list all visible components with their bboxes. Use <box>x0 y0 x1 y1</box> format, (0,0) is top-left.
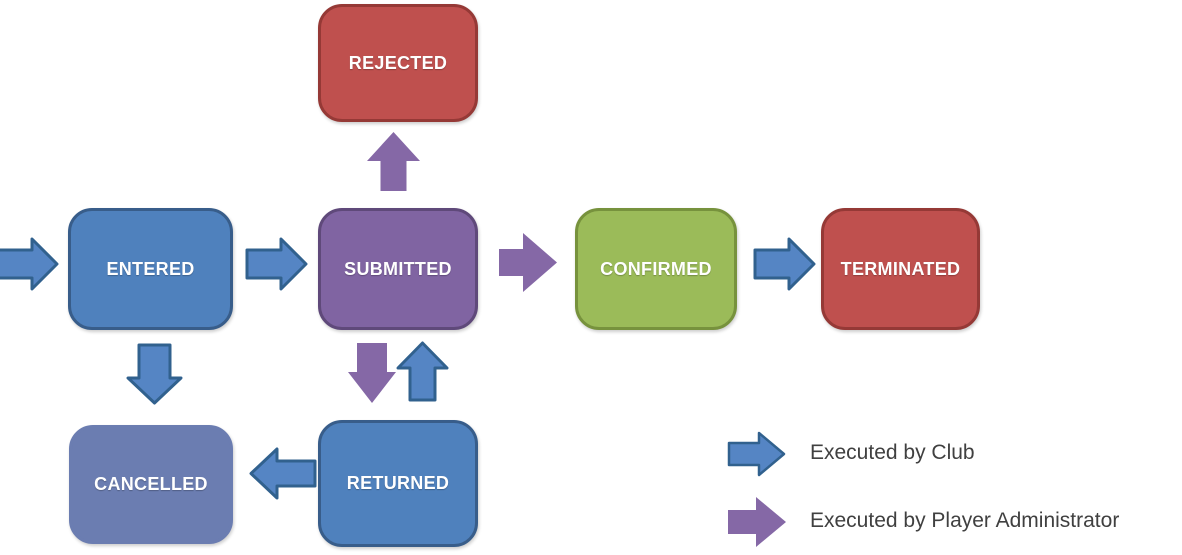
legend-player-administrator-label: Executed by Player Administrator <box>810 509 1120 532</box>
arrow-submitted-to-rejected <box>367 132 420 191</box>
block-arrow-right-icon <box>753 237 816 291</box>
arrow-submitted-to-returned <box>348 343 396 403</box>
arrow-submitted-to-confirmed <box>499 233 557 292</box>
block-arrow-down-icon <box>126 343 183 405</box>
state-node-cancelled: CANCELLED <box>69 425 233 544</box>
block-arrow-right-icon <box>728 497 786 547</box>
state-node-returned: RETURNED <box>318 420 478 547</box>
block-arrow-down-icon <box>348 343 396 403</box>
state-node-label: ENTERED <box>106 258 195 279</box>
arrow-entered-to-cancelled <box>126 343 183 405</box>
arrow-returned-to-submitted <box>396 341 449 402</box>
state-node-label: CANCELLED <box>94 474 208 494</box>
state-node-submitted: SUBMITTED <box>318 208 478 330</box>
block-arrow-right-icon <box>245 237 308 291</box>
arrow-entered-to-submitted <box>245 237 308 291</box>
state-node-label: TERMINATED <box>840 258 961 279</box>
block-arrow-up-icon <box>396 341 449 402</box>
state-node-rejected: REJECTED <box>318 4 478 122</box>
state-node-confirmed: CONFIRMED <box>575 208 737 330</box>
arrow-start-to-entered <box>0 237 59 291</box>
block-arrow-left-icon <box>249 447 317 500</box>
state-node-entered: ENTERED <box>68 208 233 330</box>
block-arrow-up-icon <box>367 132 420 191</box>
block-arrow-right-icon <box>499 233 557 292</box>
arrow-returned-to-cancelled <box>249 447 317 500</box>
legend-player-administrator-arrow-icon <box>728 497 786 547</box>
arrow-confirmed-to-terminated <box>753 237 816 291</box>
block-arrow-right-icon <box>0 237 59 291</box>
state-node-label: SUBMITTED <box>344 258 452 279</box>
state-node-label: REJECTED <box>348 52 448 73</box>
state-node-label: CONFIRMED <box>600 258 712 279</box>
block-arrow-right-icon <box>727 431 786 477</box>
legend-club-label: Executed by Club <box>810 441 975 464</box>
legend-club-arrow-icon <box>727 431 786 477</box>
state-node-terminated: TERMINATED <box>821 208 980 330</box>
state-node-label: RETURNED <box>346 473 450 493</box>
